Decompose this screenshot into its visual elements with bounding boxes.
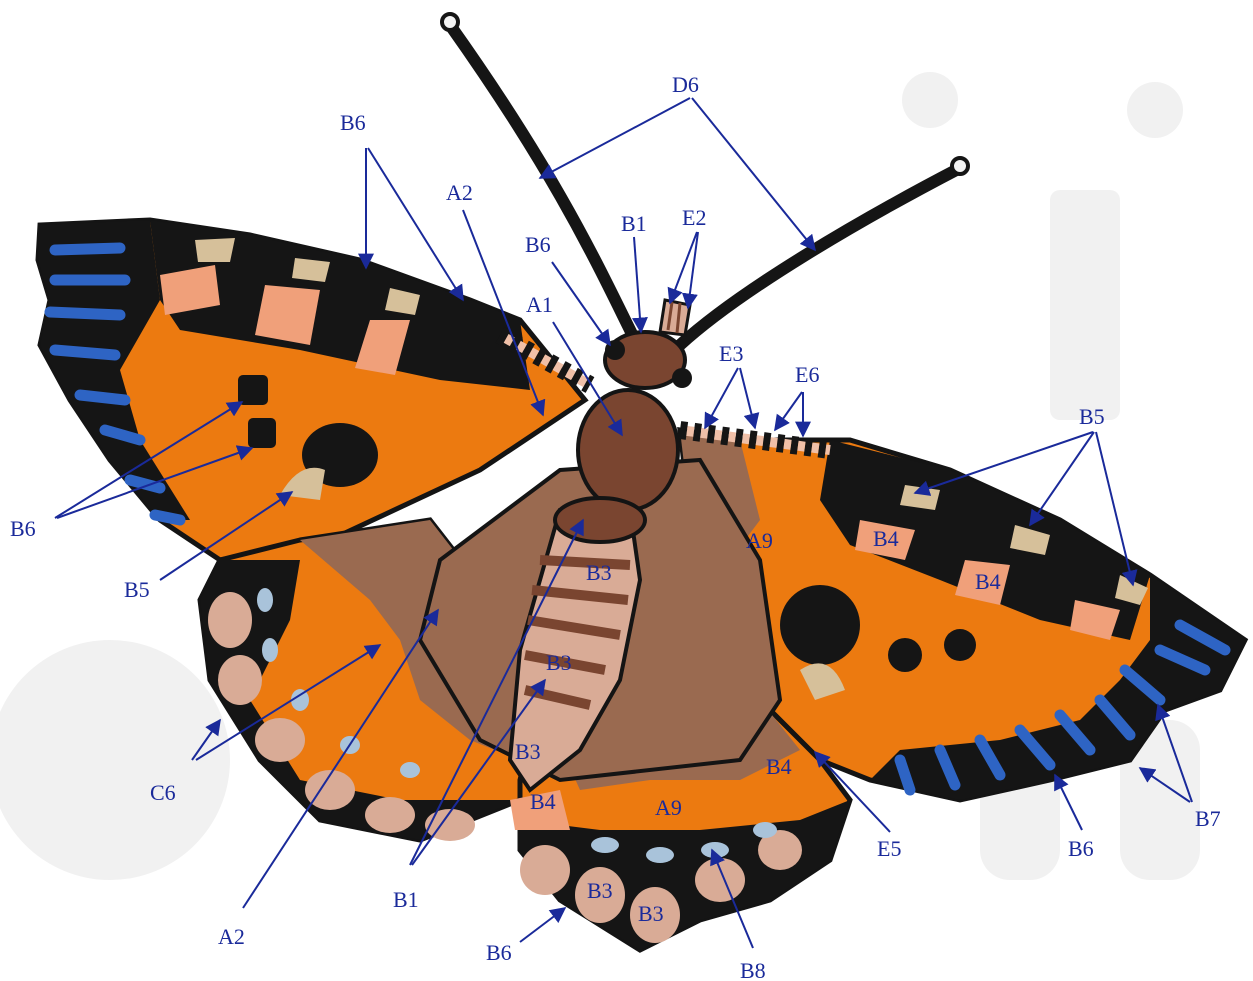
- label-e6: E6: [795, 362, 819, 387]
- label-b5-left: B5: [124, 577, 150, 602]
- label-b3-e: B3: [638, 901, 664, 926]
- leader-b1-top: [634, 237, 641, 332]
- label-e3: E3: [719, 341, 743, 366]
- label-a2-top: A2: [446, 180, 473, 205]
- label-b6-left: B6: [10, 516, 36, 541]
- label-b4-center: B4: [530, 789, 556, 814]
- leader-e6-a: [775, 392, 802, 430]
- label-b8: B8: [740, 958, 766, 981]
- label-b3-a: B3: [586, 560, 612, 585]
- leader-e3-a: [705, 368, 738, 428]
- label-b7: B7: [1195, 806, 1221, 831]
- label-b3-b: B3: [546, 650, 572, 675]
- label-b3-d: B3: [587, 878, 613, 903]
- label-b6-right: B6: [1068, 836, 1094, 861]
- leader-b6-bottom: [520, 908, 565, 942]
- label-e2: E2: [682, 205, 706, 230]
- label-b5-right: B5: [1079, 404, 1105, 429]
- leader-b5-right-b: [1030, 432, 1094, 525]
- label-b4-r2: B4: [975, 569, 1001, 594]
- label-a1: A1: [526, 292, 553, 317]
- label-d6: D6: [672, 72, 699, 97]
- label-b6-head: B6: [525, 232, 551, 257]
- label-a2-bottom: A2: [218, 924, 245, 949]
- label-b1-top: B1: [621, 211, 647, 236]
- thorax: [578, 390, 678, 510]
- leader-d6-a: [540, 98, 690, 178]
- leader-b5-right-a: [915, 432, 1093, 493]
- label-b3-c: B3: [515, 739, 541, 764]
- label-a9-bottom: A9: [655, 795, 682, 820]
- leader-d6-b: [692, 98, 815, 250]
- label-b6-bottom: B6: [486, 940, 512, 965]
- label-b1-bottom: B1: [393, 887, 419, 912]
- label-b4-r1: B4: [873, 526, 899, 551]
- label-e5: E5: [877, 836, 901, 861]
- label-c6: C6: [150, 780, 176, 805]
- label-b4-mid: B4: [766, 754, 792, 779]
- label-b6-top: B6: [340, 110, 366, 135]
- antenna-right: [680, 168, 960, 345]
- leader-e3-b: [740, 368, 755, 428]
- label-a9-right: A9: [746, 528, 773, 553]
